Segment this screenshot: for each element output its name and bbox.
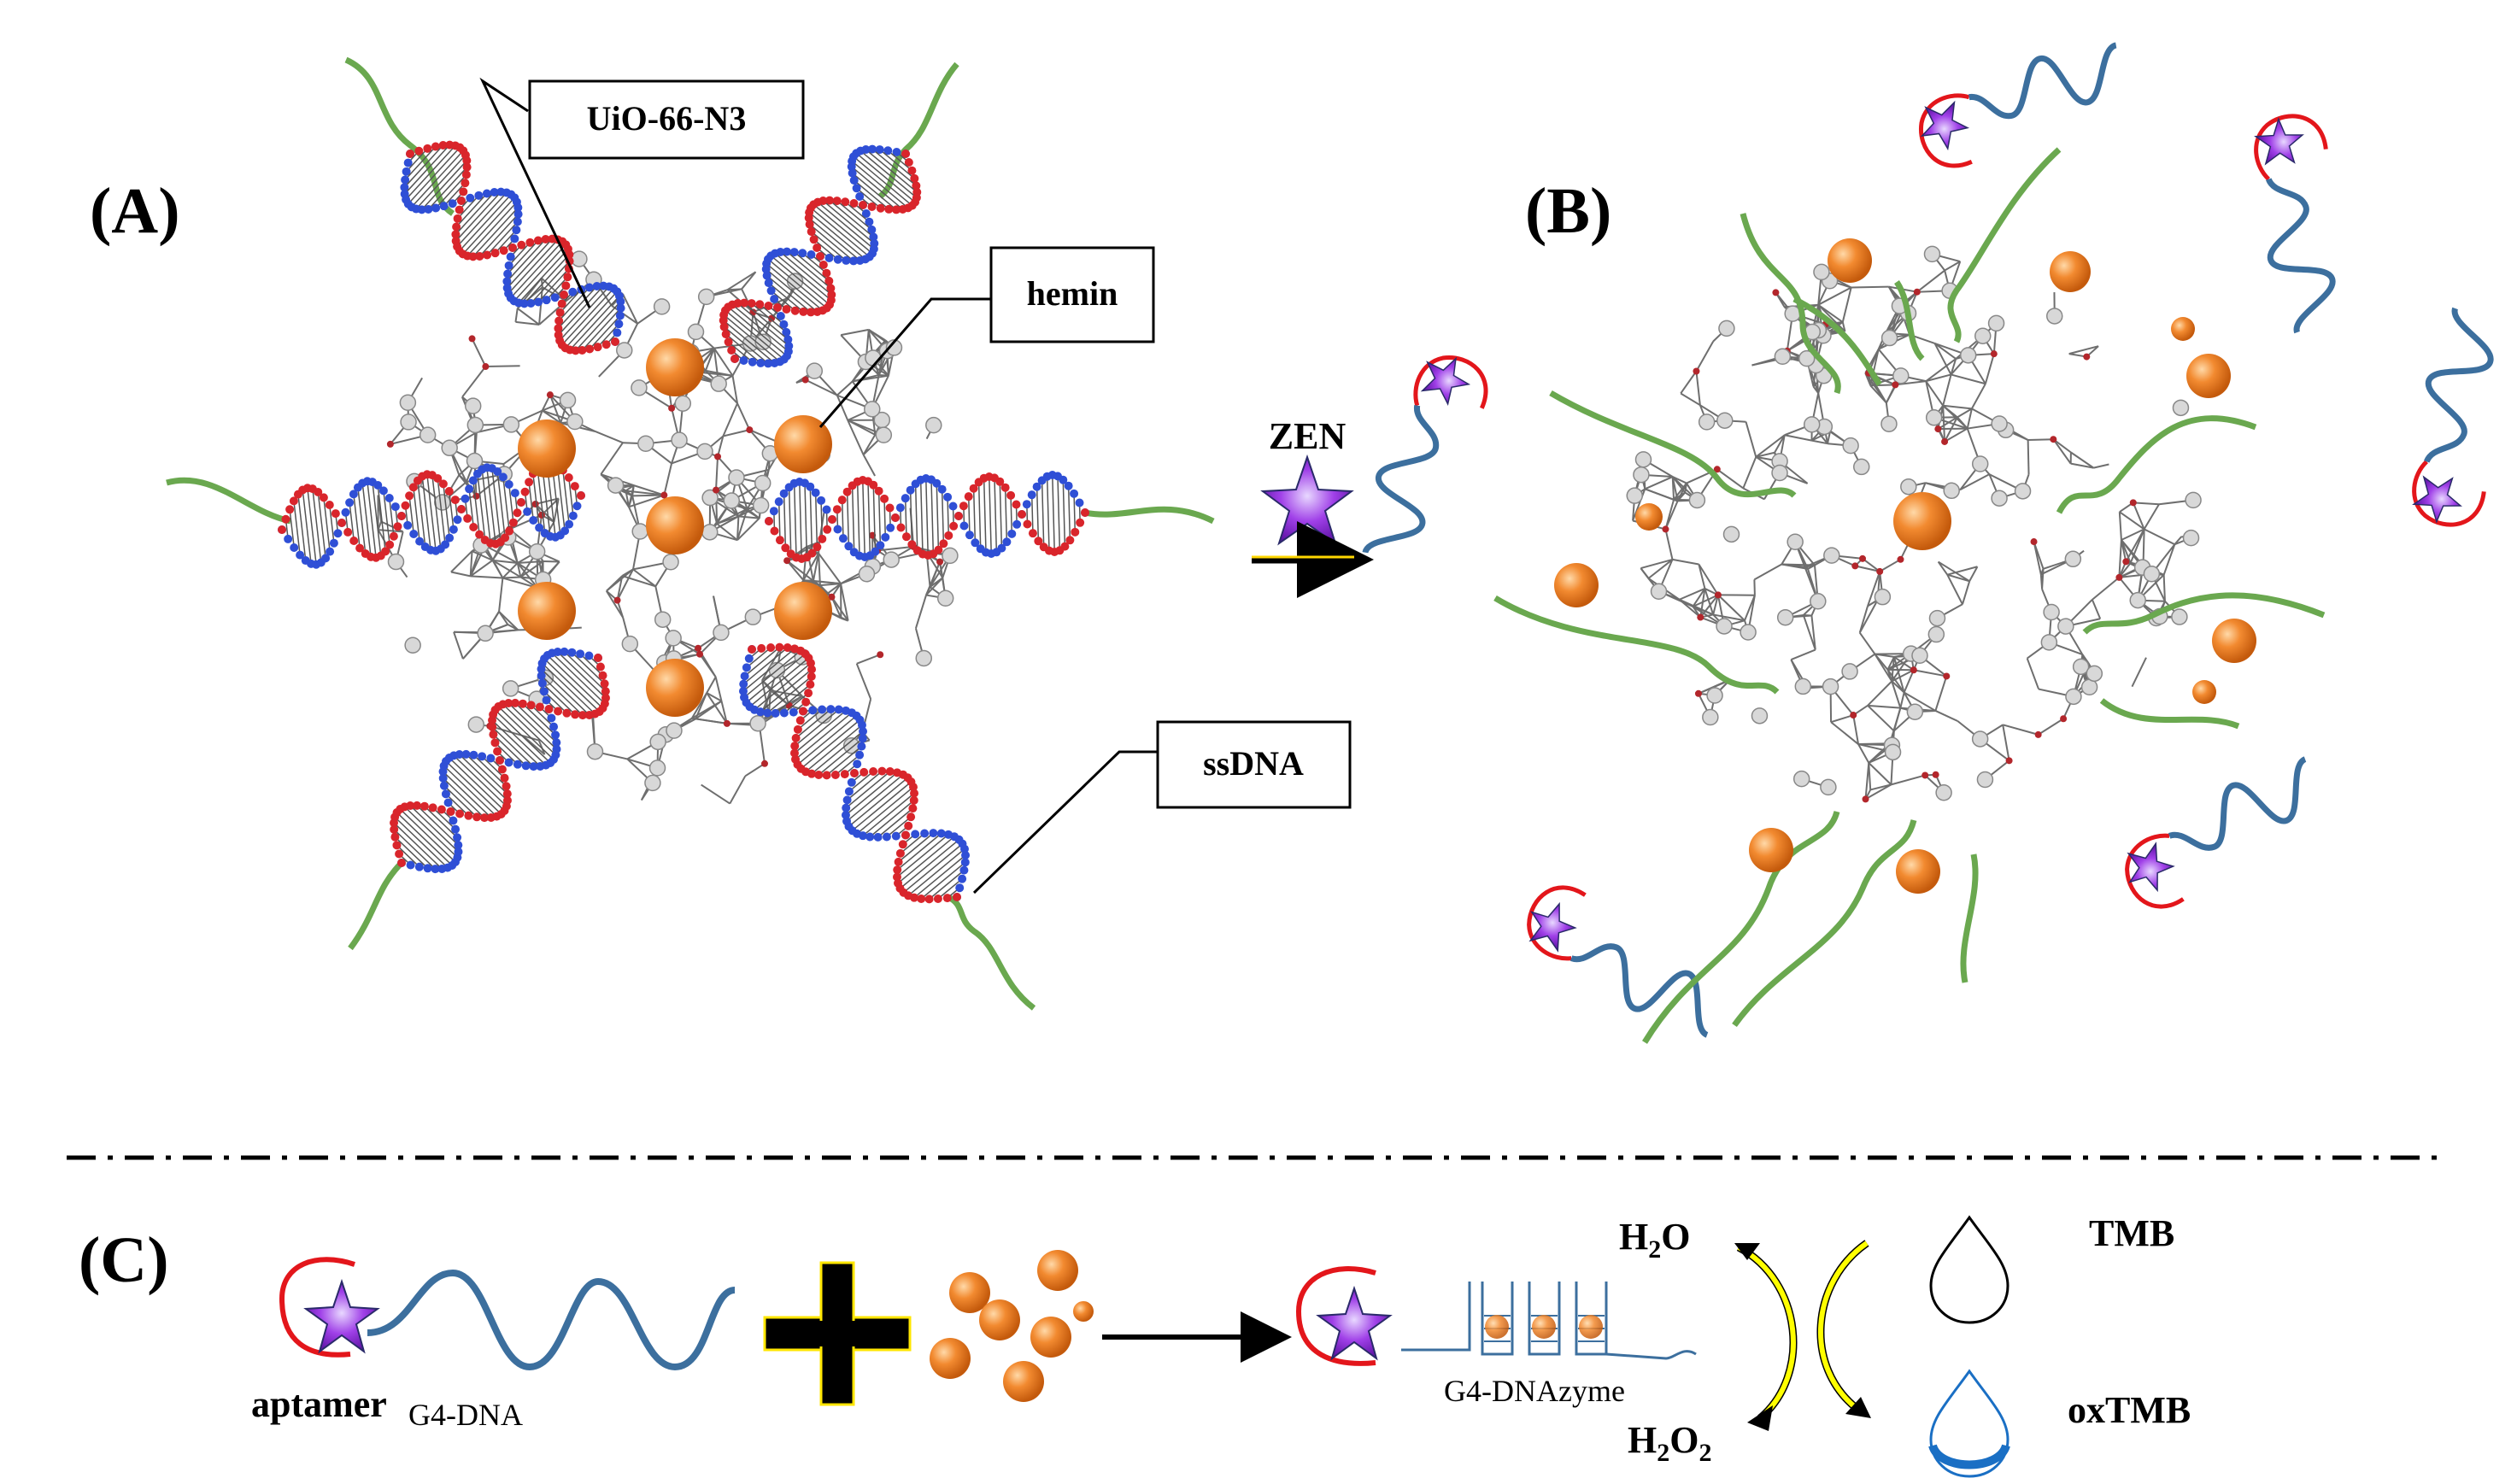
callouts-a xyxy=(479,77,1158,895)
tmb-label: TMB xyxy=(2089,1212,2174,1254)
hemin-balls-a xyxy=(518,338,832,717)
panel-a: (A) xyxy=(90,56,1352,1011)
panel-c: (C) aptamer G4-DNA xyxy=(79,1212,2191,1478)
mof-framework-b xyxy=(1626,245,2202,803)
cycle-arrows xyxy=(1734,1240,1871,1431)
svg-text:G4-DNAzyme: G4-DNAzyme xyxy=(1444,1374,1625,1408)
aptamer-g4dna: aptamer G4-DNA xyxy=(251,1257,736,1432)
oxtmb-drop-icon xyxy=(1929,1369,2009,1478)
zen-arrow: ZEN xyxy=(1252,415,1374,598)
tmb-drop-icon xyxy=(1929,1215,2009,1324)
g4-dnazyme: G4-DNAzyme xyxy=(1295,1266,1697,1408)
panel-a-label: (A) xyxy=(90,175,180,247)
svg-text:ZEN: ZEN xyxy=(1269,415,1347,457)
plus-icon xyxy=(763,1261,912,1406)
svg-text:hemin: hemin xyxy=(1027,274,1118,313)
callout-ssdna: ssDNA xyxy=(1156,720,1352,809)
ssdna-tails-b xyxy=(1493,147,2326,1044)
svg-text:UiO-66-N3: UiO-66-N3 xyxy=(587,99,747,138)
aptamer-star-icon xyxy=(303,1278,380,1354)
svg-text:aptamer: aptamer xyxy=(251,1383,387,1425)
panel-c-label: (C) xyxy=(79,1224,169,1296)
aptamer-complexes xyxy=(1362,42,2494,1038)
callout-hemin: hemin xyxy=(989,246,1155,343)
dnazyme-star-icon xyxy=(1316,1285,1393,1361)
svg-text:G4-DNA: G4-DNA xyxy=(408,1398,523,1432)
hemin-cluster xyxy=(930,1250,1094,1402)
callout-uio: UiO-66-N3 xyxy=(528,79,805,160)
h2o2-label: H2O2 xyxy=(1628,1419,1711,1467)
dna-helices-a xyxy=(278,140,1089,904)
h2o-label: H2O xyxy=(1619,1216,1690,1264)
zen-star-icon xyxy=(1260,454,1354,546)
panel-b: (B) xyxy=(1493,147,2326,1044)
panel-b-label: (B) xyxy=(1525,175,1611,247)
oxtmb-label: oxTMB xyxy=(2068,1389,2191,1431)
hemin-balls-b xyxy=(1554,238,2256,894)
svg-text:ssDNA: ssDNA xyxy=(1203,744,1304,783)
